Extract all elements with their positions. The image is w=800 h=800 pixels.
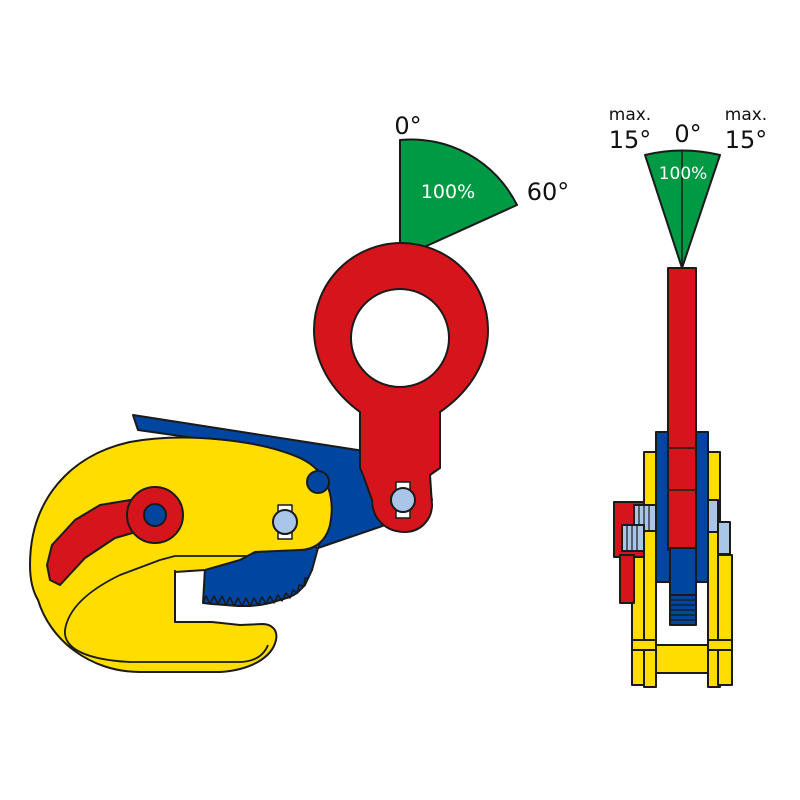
jaw-teeth <box>202 577 309 607</box>
pin-assembly-right-bottom <box>717 521 731 555</box>
yellow-left-band <box>631 639 657 651</box>
yellow-plate-left-inner <box>643 451 657 688</box>
front-left-max-label: max. <box>609 105 651 125</box>
front-left-angle-label: 15° <box>609 126 652 154</box>
pin-left-bottom-ridges <box>626 525 638 551</box>
yellow-right-band <box>707 639 733 651</box>
side-capacity-label: 100% <box>421 181 475 203</box>
handle-pivot-pin <box>143 503 167 527</box>
red-eye-shaft <box>667 267 697 551</box>
front-right-angle-label: 15° <box>725 126 768 154</box>
yellow-plate-right-outer <box>717 554 733 686</box>
pin-assembly-left-bottom <box>621 524 645 552</box>
front-right-max-label: max. <box>725 105 767 125</box>
thread-lines <box>670 599 696 621</box>
side-angle-end-label: 60° <box>527 178 570 206</box>
side-angle-sector <box>399 138 518 259</box>
red-side-lower <box>619 554 635 604</box>
clamp-body-contour <box>64 555 269 663</box>
front-center-angle-label: 0° <box>674 120 701 148</box>
yellow-clamp-body <box>29 436 333 673</box>
lifting-eye-hole <box>350 288 450 388</box>
eye-pin <box>390 487 416 513</box>
side-view <box>29 138 518 673</box>
lever-small-pivot <box>306 470 330 494</box>
side-angle-start-label: 0° <box>394 112 421 140</box>
yellow-bottom-bridge <box>655 644 709 674</box>
front-view <box>613 149 733 688</box>
clamp-slot-outline <box>174 570 210 623</box>
blue-thread-shaft <box>669 547 697 599</box>
body-pin <box>272 509 298 535</box>
front-capacity-label: 100% <box>659 164 708 184</box>
pin-assembly-right-top <box>707 499 719 533</box>
